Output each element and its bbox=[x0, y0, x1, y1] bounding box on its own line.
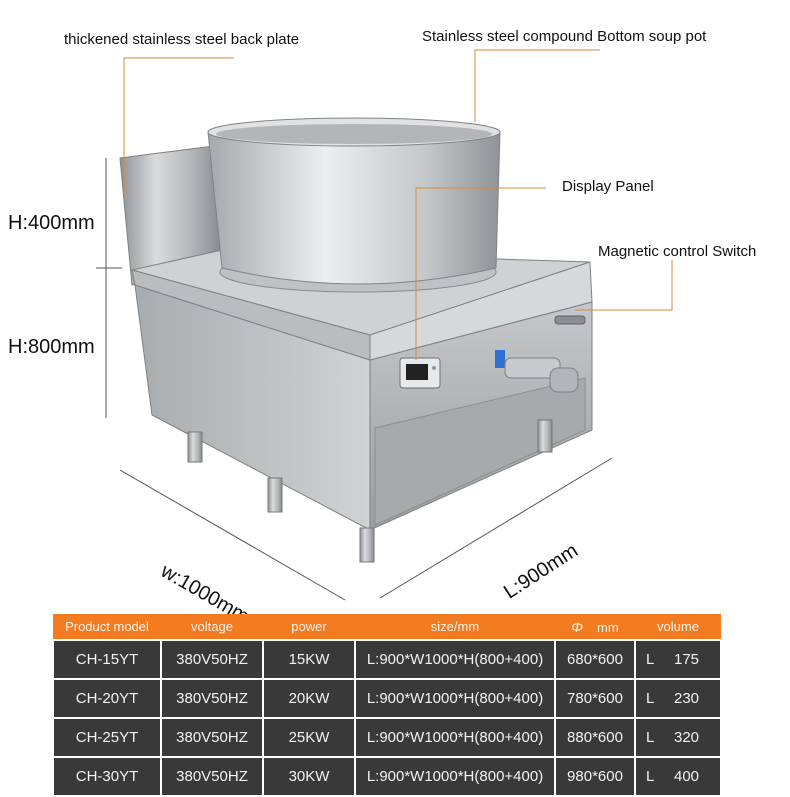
cell-model: CH-20YT bbox=[52, 678, 162, 719]
cell-voltage: 380V50HZ bbox=[160, 756, 264, 797]
display-panel-label: Display Panel bbox=[562, 178, 654, 195]
capacity-value: 400 bbox=[674, 768, 700, 785]
table-row: CH-15YT 380V50HZ 15KW L:900*W1000*H(800+… bbox=[52, 639, 722, 680]
header-size: size/mm bbox=[355, 614, 555, 640]
cell-voltage: 380V50HZ bbox=[160, 717, 264, 758]
unit-label: L bbox=[646, 729, 655, 746]
soup-stove-illustration bbox=[96, 49, 673, 601]
cell-size: L:900*W1000*H(800+400) bbox=[354, 717, 556, 758]
unit-label: L bbox=[646, 768, 655, 785]
cell-model: CH-30YT bbox=[52, 756, 162, 797]
cell-capacity: L 400 bbox=[634, 756, 722, 797]
cell-voltage: 380V50HZ bbox=[160, 639, 264, 680]
header-mm: mm bbox=[597, 619, 619, 635]
drain-tap bbox=[495, 350, 579, 393]
phi-symbol: Φ bbox=[571, 618, 584, 635]
soup-pot-label: Stainless steel compound Bottom soup pot bbox=[422, 28, 707, 45]
cell-pot: 680*600 bbox=[554, 639, 636, 680]
height-top-label: H:400mm bbox=[8, 212, 95, 234]
cell-capacity: L 175 bbox=[634, 639, 722, 680]
header-volume: volume bbox=[635, 614, 721, 640]
header-power: power bbox=[263, 614, 355, 640]
table-row: CH-20YT 380V50HZ 20KW L:900*W1000*H(800+… bbox=[52, 678, 722, 719]
cell-size: L:900*W1000*H(800+400) bbox=[354, 678, 556, 719]
magnetic-switch-label: Magnetic control Switch bbox=[598, 243, 757, 260]
cell-model: CH-25YT bbox=[52, 717, 162, 758]
callout-lines bbox=[123, 49, 673, 360]
cell-pot: 780*600 bbox=[554, 678, 636, 719]
cell-power: 30KW bbox=[262, 756, 356, 797]
header-voltage: voltage bbox=[161, 614, 263, 640]
table-row: CH-30YT 380V50HZ 30KW L:900*W1000*H(800+… bbox=[52, 756, 722, 797]
header-model: Product model bbox=[53, 614, 161, 640]
table-row: CH-25YT 380V50HZ 25KW L:900*W1000*H(800+… bbox=[52, 717, 722, 758]
legs bbox=[187, 419, 553, 563]
soup-pot bbox=[207, 117, 501, 293]
cell-pot: 980*600 bbox=[554, 756, 636, 797]
cell-pot: 880*600 bbox=[554, 717, 636, 758]
cell-voltage: 380V50HZ bbox=[160, 678, 264, 719]
cell-size: L:900*W1000*H(800+400) bbox=[354, 756, 556, 797]
cell-capacity: L 320 bbox=[634, 717, 722, 758]
unit-label: L bbox=[646, 690, 655, 707]
back-plate-label: thickened stainless steel back plate bbox=[64, 31, 300, 48]
cell-power: 25KW bbox=[262, 717, 356, 758]
display-panel bbox=[399, 357, 441, 389]
magnetic-switch bbox=[554, 315, 586, 325]
capacity-value: 230 bbox=[674, 690, 700, 707]
capacity-value: 175 bbox=[674, 651, 700, 668]
cell-model: CH-15YT bbox=[52, 639, 162, 680]
cell-power: 20KW bbox=[262, 678, 356, 719]
cell-power: 15KW bbox=[262, 639, 356, 680]
height-body-label: H:800mm bbox=[8, 336, 95, 358]
cell-capacity: L 230 bbox=[634, 678, 722, 719]
capacity-value: 320 bbox=[674, 729, 700, 746]
unit-label: L bbox=[646, 651, 655, 668]
dimension-lines bbox=[96, 158, 613, 601]
cell-size: L:900*W1000*H(800+400) bbox=[354, 639, 556, 680]
